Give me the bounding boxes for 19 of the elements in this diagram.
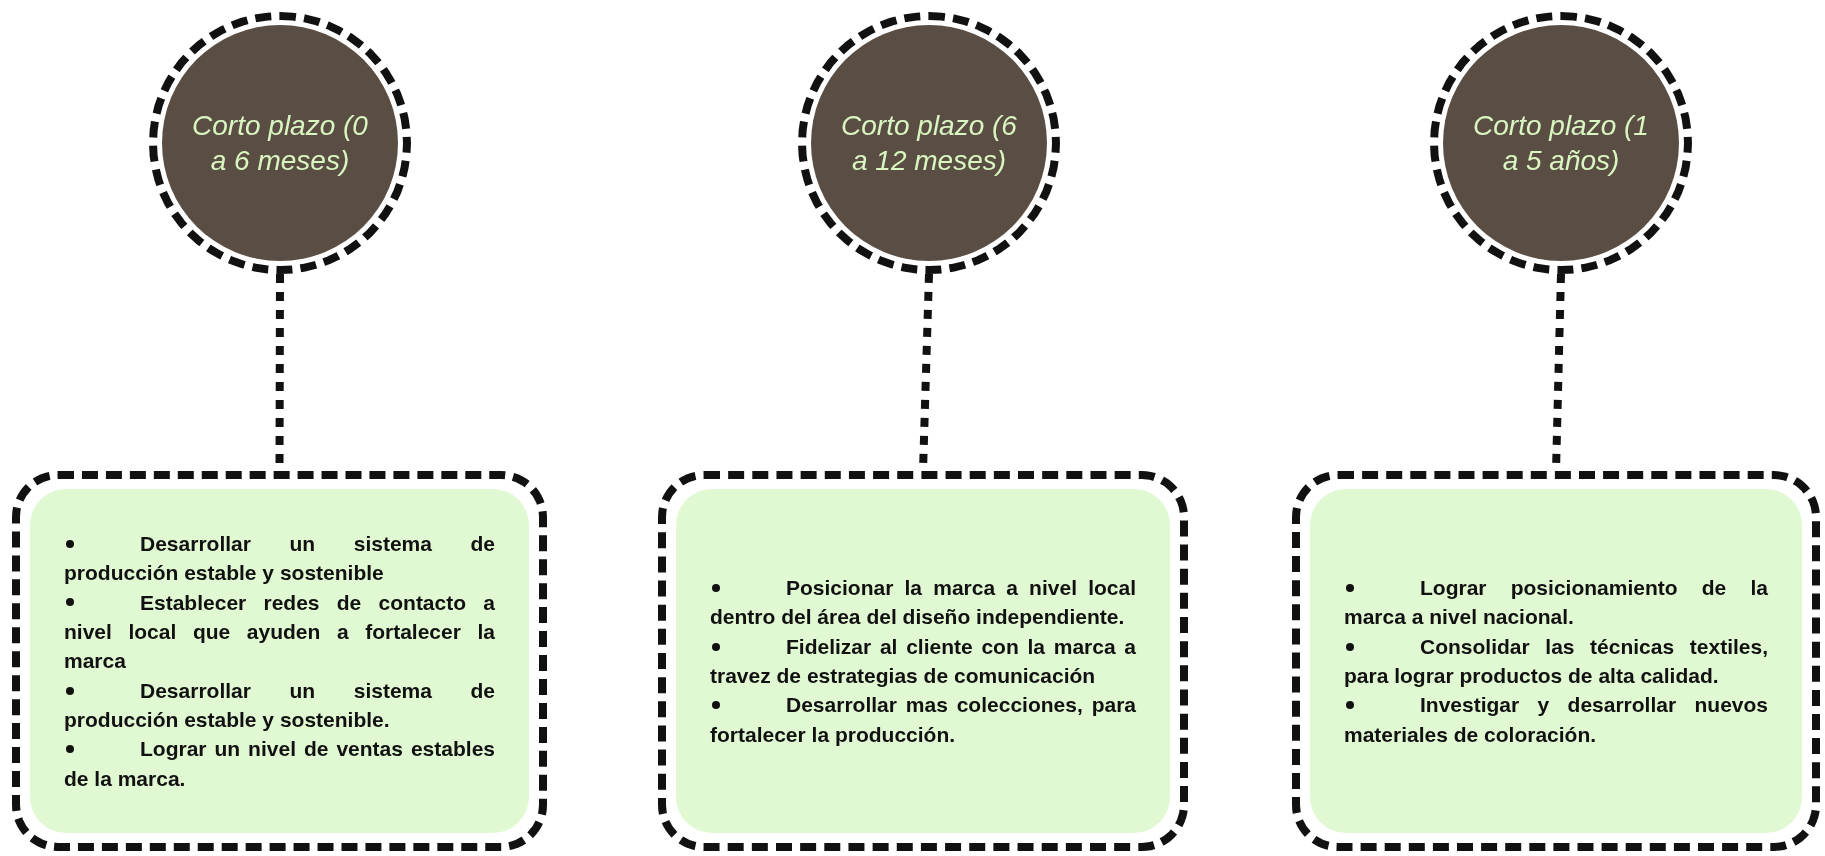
term-circle xyxy=(149,12,411,274)
goal-item: Desarrollar un sistema de producción estable y sostenible. xyxy=(64,677,495,734)
goal-item: Desarrollar mas colecciones, para fortalecer la producción. xyxy=(710,692,1136,748)
term-circle xyxy=(798,12,1060,274)
term-label: Corto plazo (1 a 5 años) xyxy=(1472,109,1650,178)
term-label: Corto plazo (0 a 6 meses) xyxy=(191,109,369,178)
term-circle xyxy=(1430,12,1692,274)
goal-item: Fidelizar al cliente con la marca a travez de estrategias de comunicación xyxy=(710,633,1136,689)
goal-item: Consolidar las técnicas textiles, para lograr productos de alta calidad. xyxy=(1344,633,1768,689)
goal-item: Lograr posicionamiento de la marca a nivel nacional. xyxy=(1344,574,1768,631)
term-label: Corto plazo (6 a 12 meses) xyxy=(840,109,1018,178)
goal-item: Posicionar la marca a nivel local dentro del área del diseño independiente. xyxy=(710,574,1136,631)
goal-item: Investigar y desarrollar nuevos materiales de coloración. xyxy=(1344,692,1768,748)
goal-card xyxy=(658,471,1188,851)
goal-card xyxy=(12,471,547,851)
goal-card xyxy=(1292,471,1820,851)
goal-item: Desarrollar un sistema de producción estable y sostenible xyxy=(64,530,495,587)
goal-item: Lograr un nivel de ventas estables de la marca. xyxy=(64,736,495,792)
goal-item: Establecer redes de contacto a nivel local que ayuden a fortalecer la marca xyxy=(64,589,495,675)
